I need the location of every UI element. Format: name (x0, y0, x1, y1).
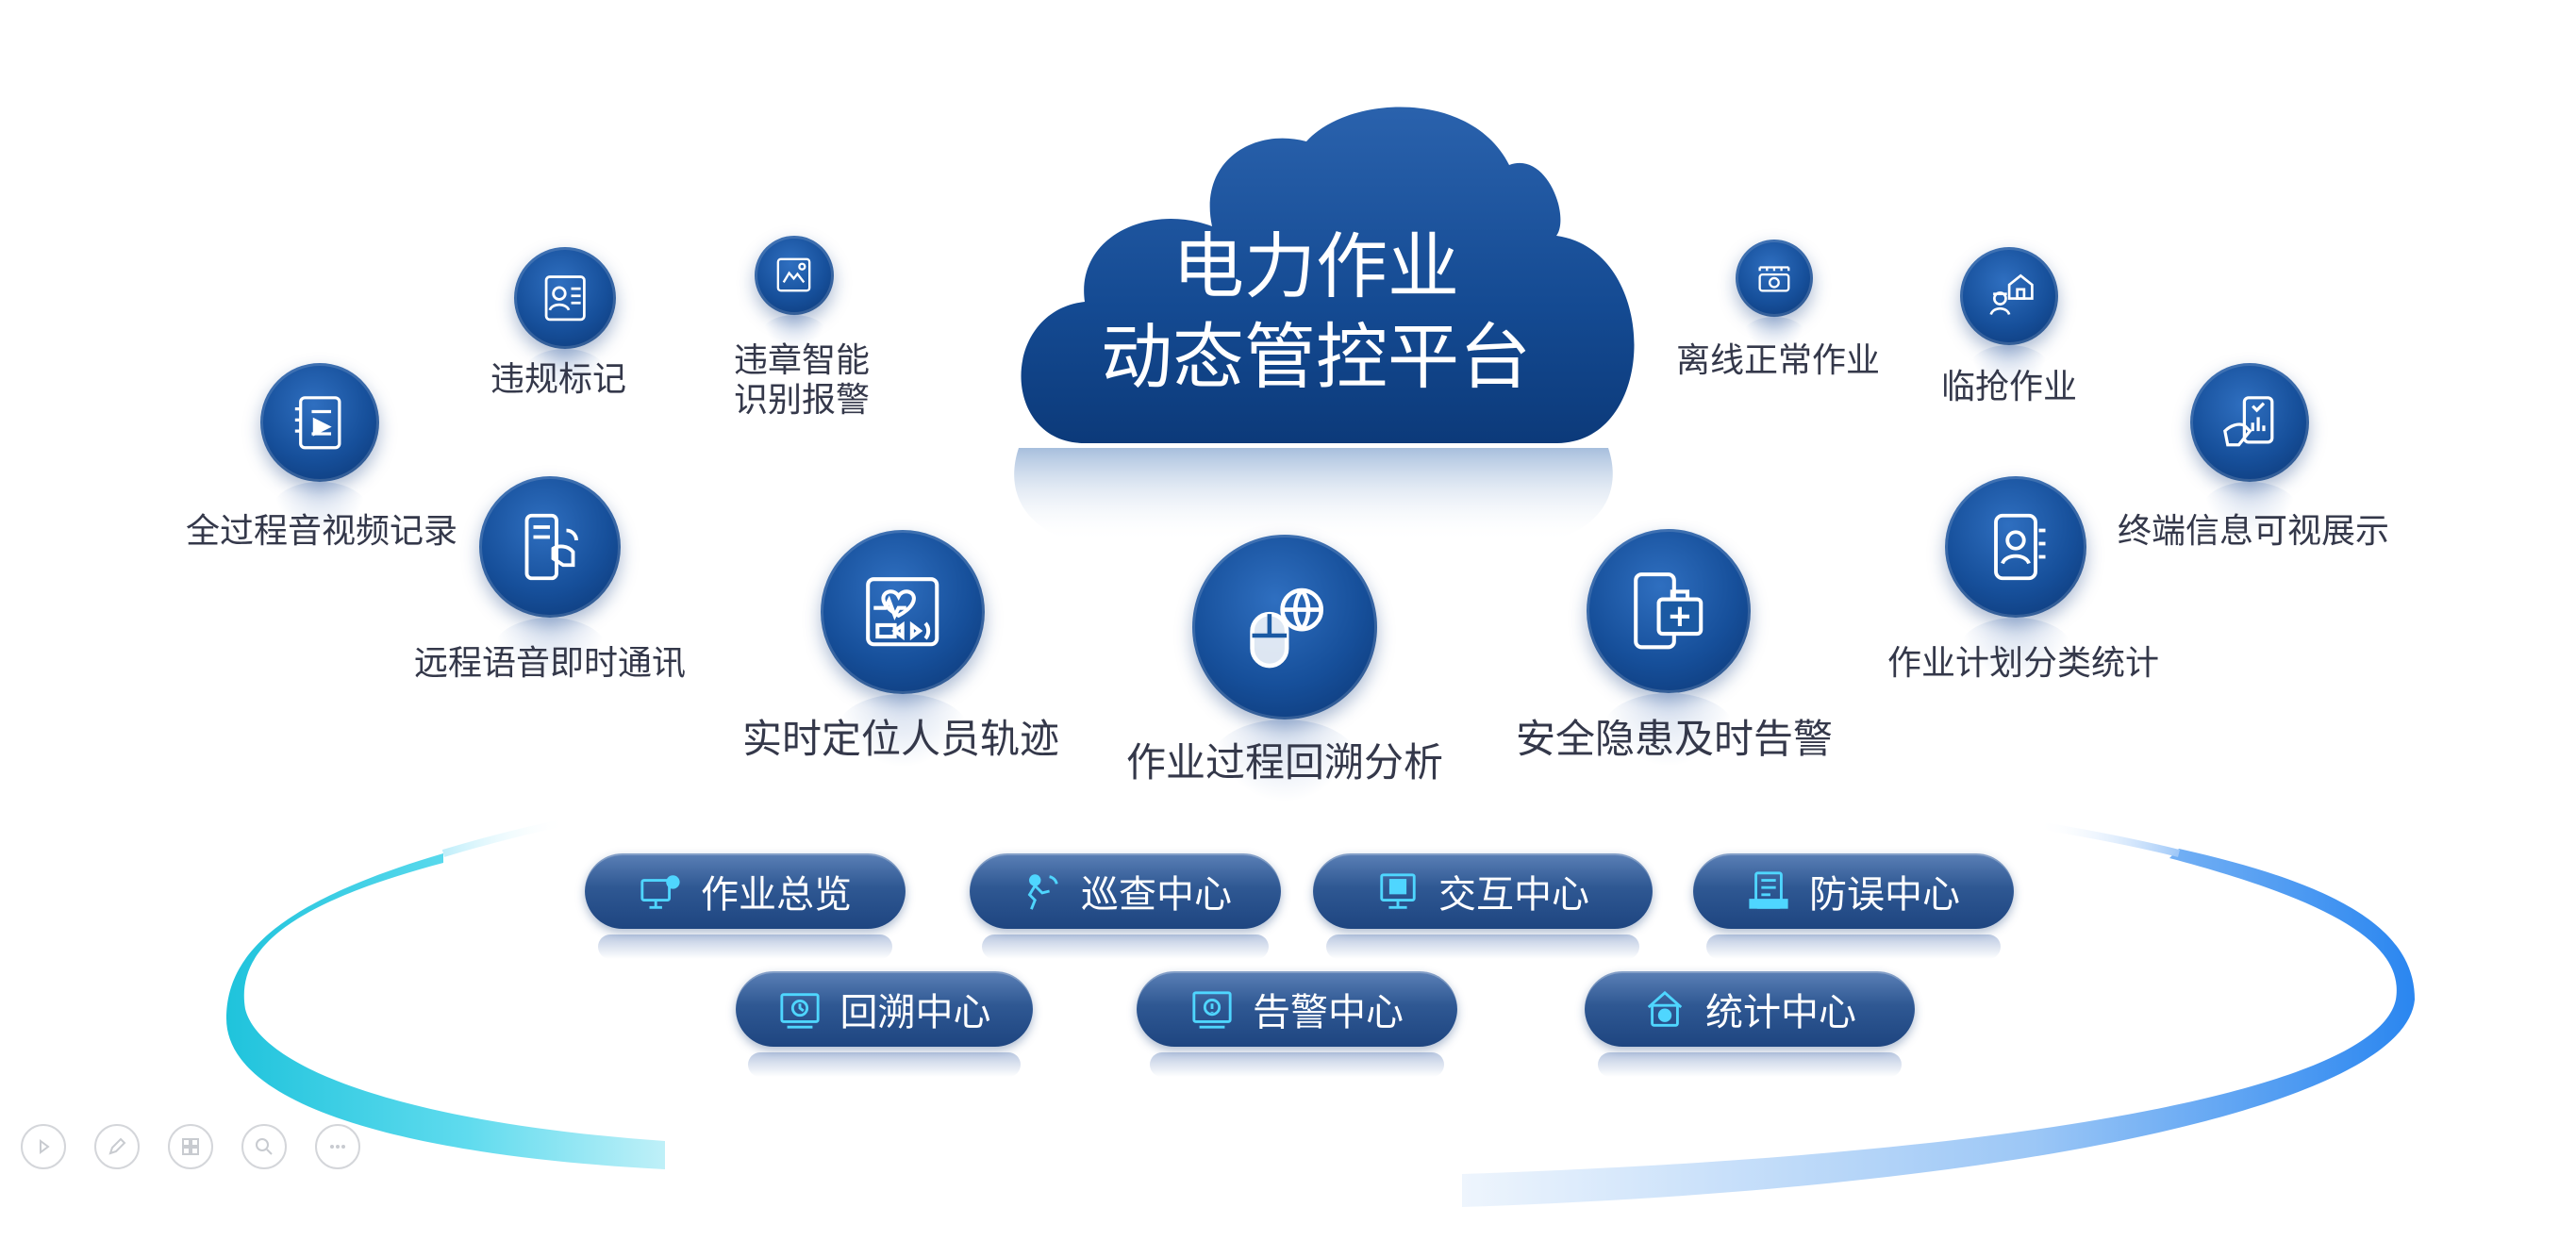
inspection-icon (1027, 874, 1058, 910)
module-label: 统计中心 (1705, 991, 1856, 1034)
worker-house-icon (1989, 273, 2034, 315)
module-alarm-center[interactable]: 告警中心 (1137, 971, 1457, 1077)
module-label: 交互中心 (1438, 873, 1589, 917)
node-realtime-location[interactable] (821, 530, 985, 769)
play-icon (40, 1139, 50, 1154)
cloud-title-line2: 动态管控平台 (1101, 315, 1531, 399)
cloud-title-line1: 电力作业 (1172, 224, 1459, 308)
overview-monitor-icon (640, 875, 680, 909)
pen-icon (108, 1137, 126, 1155)
module-anti-error-center[interactable]: 防误中心 (1693, 853, 2014, 959)
module-label: 告警中心 (1253, 991, 1404, 1034)
mouse-globe-icon (1250, 587, 1324, 669)
label-realtime-location: 实时定位人员轨迹 (741, 716, 1060, 762)
node-violation-mark[interactable] (514, 247, 616, 395)
module-label: 巡查中心 (1081, 873, 1232, 917)
node-ai-recognition[interactable] (755, 236, 834, 351)
label-process-backtrack: 作业过程回溯分析 (1125, 739, 1444, 786)
hand-chart-icon (2222, 395, 2274, 447)
module-statistics-center[interactable]: 统计中心 (1585, 971, 1915, 1077)
offline-gear-icon (1758, 266, 1790, 292)
more-control[interactable] (315, 1124, 360, 1169)
label-emergency-work: 临抢作业 (1940, 368, 2078, 406)
tablet-heartbeat-icon (866, 577, 939, 647)
anti-error-document-icon (1749, 871, 1788, 909)
module-work-overview[interactable]: 作业总览 (585, 853, 906, 959)
node-process-backtrack[interactable] (1192, 535, 1377, 803)
module-label: 回溯中心 (839, 991, 991, 1034)
statistics-house-icon (1647, 990, 1683, 1027)
phone-voice-icon (524, 513, 578, 581)
module-label: 作业总览 (701, 873, 852, 917)
phone-person-icon (1994, 513, 2046, 581)
backtrack-screen-icon (779, 993, 820, 1029)
module-interaction-center[interactable]: 交互中心 (1313, 853, 1653, 959)
module-label: 防误中心 (1809, 873, 1960, 917)
play-control[interactable] (21, 1124, 66, 1169)
node-safety-alarm[interactable] (1587, 529, 1751, 768)
alarm-screen-icon (1192, 991, 1232, 1029)
label-remote-voice: 远程语音即时通讯 (413, 644, 687, 683)
label-offline-work: 离线正常作业 (1675, 341, 1881, 380)
cloud-shape (1021, 107, 1635, 443)
recording-document-icon (294, 395, 341, 450)
label-safety-alarm: 安全隐患及时告警 (1515, 716, 1834, 762)
node-offline-work[interactable] (1736, 240, 1813, 352)
phone-medkit-icon (1634, 572, 1703, 650)
slides-control[interactable] (168, 1124, 213, 1169)
label-ai-recognition: 违章智能 识别报警 (733, 341, 871, 420)
node-av-recording[interactable] (260, 363, 379, 536)
node-terminal-display[interactable] (2190, 363, 2309, 536)
worker-document-icon (544, 274, 586, 322)
label-av-recording: 全过程音视频记录 (185, 512, 457, 551)
node-remote-voice[interactable] (479, 476, 621, 682)
node-plan-statistics[interactable] (1945, 476, 2086, 682)
zoom-icon (256, 1138, 273, 1155)
module-inspection-center[interactable]: 巡查中心 (970, 853, 1281, 959)
cloud-title: 电力作业 动态管控平台 (1101, 222, 1531, 403)
label-plan-statistics: 作业计划分类统计 (1886, 644, 2160, 683)
ring-left-ribbon (226, 853, 665, 1169)
slides-icon (182, 1138, 199, 1155)
interaction-monitor-icon (1380, 873, 1416, 909)
pen-control[interactable] (94, 1124, 140, 1169)
ai-recognition-icon (777, 258, 811, 292)
ring-right-ribbon (1462, 849, 2415, 1207)
node-emergency-work[interactable] (1960, 247, 2058, 389)
more-icon (330, 1145, 345, 1149)
label-terminal-display: 终端信息可视展示 (2118, 512, 2390, 551)
module-backtrack-center[interactable]: 回溯中心 (736, 971, 1033, 1077)
zoom-control[interactable] (241, 1124, 287, 1169)
label-violation-mark: 违规标记 (490, 360, 627, 399)
cloud-reflection (1014, 448, 1613, 542)
